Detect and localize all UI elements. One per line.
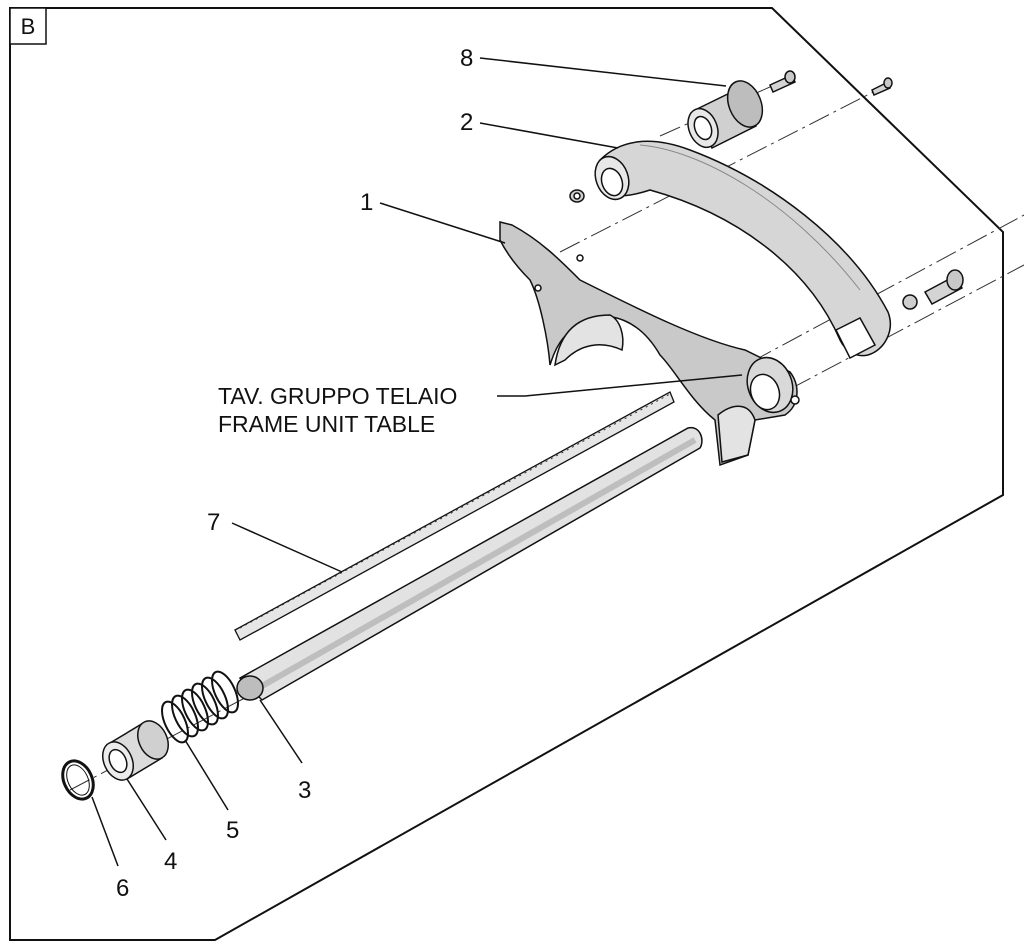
sheet-letter-box bbox=[9, 7, 47, 45]
sheet-letter: B bbox=[21, 14, 36, 39]
part-5-spring bbox=[161, 670, 239, 744]
sheet-border bbox=[9, 7, 1004, 941]
callout-3: 3 bbox=[298, 777, 311, 804]
leader-lines bbox=[91, 57, 743, 867]
callout-4: 4 bbox=[164, 848, 177, 875]
note-line-english: FRAME UNIT TABLE bbox=[218, 411, 435, 437]
callout-8: 8 bbox=[460, 45, 473, 72]
part-2-curved-arm bbox=[569, 140, 964, 360]
callout-2: 2 bbox=[460, 109, 473, 136]
part-1-frame-plate bbox=[499, 221, 800, 467]
part-8-flanged-bushing bbox=[687, 70, 893, 150]
note-line-italian: TAV. GRUPPO TELAIO bbox=[218, 383, 457, 409]
callout-7: 7 bbox=[207, 509, 220, 536]
callout-5: 5 bbox=[226, 817, 239, 844]
part-3-tube bbox=[236, 426, 703, 701]
part-7-toothed-rack bbox=[234, 391, 675, 641]
part-6-snap-ring bbox=[61, 759, 95, 801]
part-4-bushing bbox=[102, 720, 169, 781]
callout-1: 1 bbox=[360, 189, 373, 216]
callout-6: 6 bbox=[116, 875, 129, 902]
